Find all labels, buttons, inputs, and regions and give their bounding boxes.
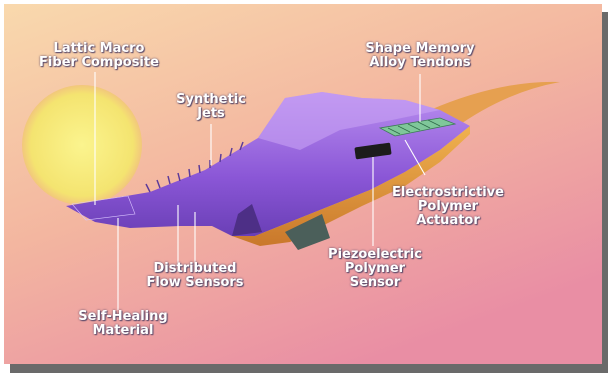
label-line: Self-Healing [58, 310, 188, 324]
label-lattice-macro-fiber-composite: Lattic Macro Fiber Composite [24, 42, 174, 70]
label-line: Material [58, 324, 188, 338]
label-line: Alloy Tendons [345, 56, 495, 70]
label-shape-memory-alloy-tendons: Shape Memory Alloy Tendons [345, 42, 495, 70]
label-line: Sensor [315, 276, 435, 290]
label-piezoelectric-polymer-sensor: Piezoelectric Polymer Sensor [315, 248, 435, 290]
label-line: Polymer [378, 200, 518, 214]
label-line: Flow Sensors [130, 276, 260, 290]
label-line: Piezoelectric [315, 248, 435, 262]
label-line: Shape Memory [345, 42, 495, 56]
label-line: Fiber Composite [24, 56, 174, 70]
label-line: Electrostrictive [378, 186, 518, 200]
label-synthetic-jets: Synthetic Jets [166, 93, 256, 121]
label-line: Synthetic [166, 93, 256, 107]
label-line: Actuator [378, 214, 518, 228]
label-electrostrictive-polymer-actuator: Electrostrictive Polymer Actuator [378, 186, 518, 228]
label-line: Jets [166, 107, 256, 121]
label-line: Distributed [130, 262, 260, 276]
sun [22, 85, 142, 205]
label-line: Polymer [315, 262, 435, 276]
label-distributed-flow-sensors: Distributed Flow Sensors [130, 262, 260, 290]
label-self-healing-material: Self-Healing Material [58, 310, 188, 338]
label-line: Lattic Macro [24, 42, 174, 56]
